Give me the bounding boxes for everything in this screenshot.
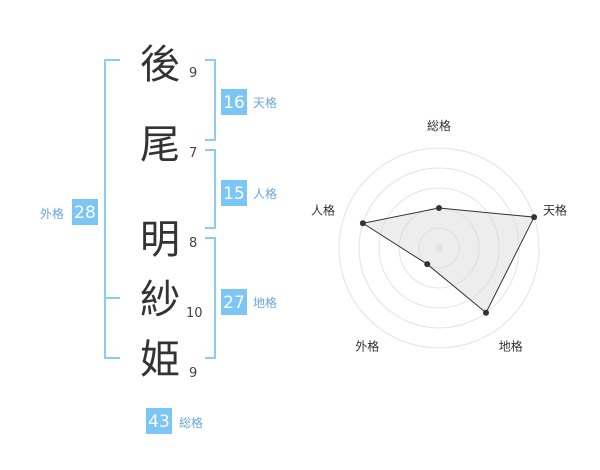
- soukaku-badge: 43 総格: [146, 408, 203, 434]
- radar-series-polygon: [361, 207, 535, 314]
- tenkaku-badge: 16 天格: [221, 89, 277, 115]
- jinkaku-label: 人格: [253, 186, 277, 201]
- char-4-strokes: 10: [186, 306, 203, 321]
- char-5-strokes: 9: [189, 366, 197, 381]
- radar-ring-5: [338, 147, 540, 349]
- char-5: 姫: [140, 337, 180, 383]
- radar-point-2: [531, 214, 538, 221]
- soukaku-label: 総格: [179, 415, 203, 430]
- char-2: 尾: [140, 122, 180, 168]
- radar-axis-label-1: 総格: [427, 118, 451, 133]
- brackets: [104, 59, 216, 359]
- jinkaku-value: 15: [223, 184, 245, 204]
- gaikaku-label: 外格: [40, 206, 64, 221]
- gaikaku-badge-bg: [72, 199, 98, 225]
- radar-point-4: [424, 261, 431, 268]
- gaikaku-badge: 外格 28: [40, 199, 98, 225]
- tenkaku-value: 16: [223, 93, 245, 113]
- radar-point-5: [359, 220, 366, 227]
- radar-points: [359, 205, 538, 316]
- tenkaku-bracket: [205, 59, 216, 141]
- jinkaku-badge-bg: [221, 180, 247, 206]
- radar-point-1: [436, 205, 442, 211]
- char-2-strokes: 7: [189, 146, 197, 161]
- chikaku-value: 27: [223, 293, 245, 313]
- tenkaku-badge-bg: [221, 89, 247, 115]
- char-3: 明: [140, 217, 180, 263]
- char-3-strokes: 8: [189, 236, 197, 251]
- soukaku-badge-bg: [146, 408, 172, 434]
- chikaku-badge-bg: [221, 289, 247, 315]
- jinkaku-badge: 15 人格: [221, 180, 277, 206]
- soukaku-value: 43: [148, 412, 170, 432]
- radar-axis-label-4: 外格: [355, 339, 379, 354]
- radar-point-3: [483, 309, 490, 316]
- tenkaku-label: 天格: [253, 95, 277, 110]
- radar-axis-label-2: 天格: [543, 202, 567, 217]
- char-4: 紗: [140, 277, 180, 323]
- chikaku-bracket: [205, 237, 216, 359]
- chikaku-badge: 27 地格: [221, 289, 277, 315]
- jinkaku-bracket: [205, 149, 216, 229]
- radar-ring-1: [418, 227, 460, 269]
- radar-ring-3: [378, 187, 500, 309]
- gaikaku-bracket: [104, 59, 120, 359]
- radar-axis-label-5: 人格: [311, 202, 335, 217]
- char-1: 後: [140, 42, 180, 88]
- radar-axis-label-3: 地格: [499, 339, 523, 354]
- char-1-strokes: 9: [189, 66, 197, 81]
- chikaku-label: 地格: [253, 295, 277, 310]
- gaikaku-value: 28: [74, 203, 96, 223]
- name-characters: 後 9 尾 7 明 8 紗 10 姫 9: [140, 42, 203, 383]
- radar-center: [435, 244, 443, 252]
